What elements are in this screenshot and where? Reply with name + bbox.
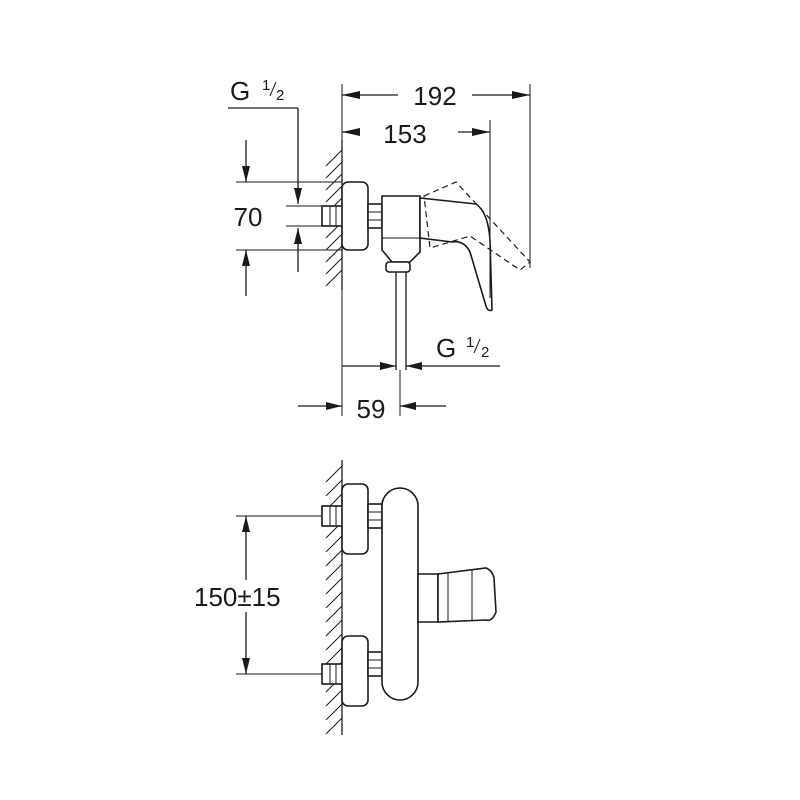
dimension-centers: 150±15 [194, 515, 322, 675]
thread-inlet-callout: G 1 2 [228, 76, 302, 272]
dimension-overall-width: 192 [341, 81, 531, 268]
inlet-lower [321, 635, 383, 707]
connector-nut [367, 203, 383, 229]
dimension-height: 70 [234, 140, 342, 296]
lever-front [417, 567, 497, 623]
thread-outlet-callout: G 1 2 [342, 333, 500, 370]
thread-outlet-den: 2 [481, 344, 489, 361]
dim-150-label: 150±15 [194, 582, 281, 612]
outlet-connector [385, 261, 411, 370]
dim-153-label: 153 [383, 119, 426, 149]
mixer-body-front [381, 487, 419, 701]
thread-outlet-num: 1 [466, 334, 474, 351]
inlet-upper [321, 483, 383, 555]
dim-70-label: 70 [234, 202, 263, 232]
dim-150-tolerance: ±15 [237, 582, 280, 612]
front-elevation-view: 150±15 [194, 460, 497, 735]
dim-59-label: 59 [357, 394, 386, 424]
dimension-projection: 59 [298, 290, 446, 424]
lever-alternate-position [423, 181, 531, 271]
side-elevation-view: 192 153 G 1 2 [228, 76, 531, 424]
wall-bottom [325, 460, 343, 735]
wall-rosette [341, 181, 369, 251]
thread-outlet-prefix: G [436, 333, 456, 363]
thread-inlet-num: 1 [262, 77, 270, 94]
thread-inlet-den: 2 [276, 87, 284, 104]
lever-handle [419, 197, 493, 312]
dim-192-label: 192 [413, 81, 456, 111]
thread-inlet-prefix: G [230, 76, 250, 106]
mixer-body [381, 195, 421, 263]
dim-150-value: 150 [194, 582, 237, 612]
inlet-pipe [321, 205, 345, 227]
dimension-lever-width: 153 [342, 119, 491, 298]
